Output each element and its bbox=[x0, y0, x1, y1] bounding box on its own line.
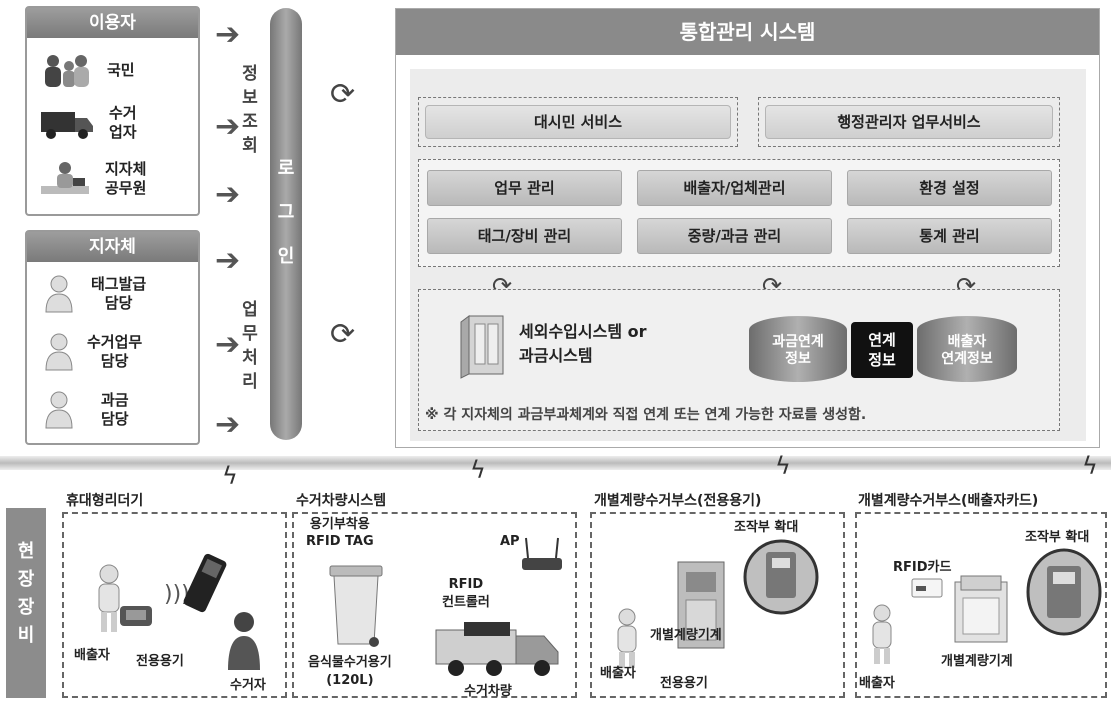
vehicle-section: 용기부착용 RFID TAG 음식물수거용기 (120L) AP RFID 컨트… bbox=[292, 512, 577, 699]
link-icon: ϟ bbox=[775, 452, 791, 480]
gov-label-billing: 과금 담당 bbox=[101, 391, 129, 428]
controller-label: RFID 컨트롤러 bbox=[442, 577, 490, 610]
gov-row-billing: 과금 담당 bbox=[43, 390, 193, 430]
bin-label: 음식물수거용기 (120L) bbox=[308, 655, 392, 688]
local-gov-panel: 지자체 태그발급 담당 수거업무 담당 과금 담당 bbox=[25, 230, 200, 445]
users-panel-title: 이용자 bbox=[27, 8, 198, 38]
gov-label-collection: 수거업무 담당 bbox=[87, 333, 143, 370]
gov-row-collection: 수거업무 담당 bbox=[43, 332, 193, 372]
user-row-official: 지자체 공무원 bbox=[39, 160, 189, 198]
collector-person-icon bbox=[228, 612, 260, 670]
work-process-label: 업 무 처 리 bbox=[242, 300, 258, 392]
portable-emitter-label: 배출자 bbox=[74, 648, 110, 663]
service-group: 대시민 서비스 bbox=[418, 97, 738, 147]
card-emitter-label: 배출자 bbox=[859, 676, 895, 691]
booth-zoom-label: 조작부 확대 bbox=[734, 520, 799, 535]
rfid-tag-label: 용기부착용 RFID TAG bbox=[306, 517, 374, 549]
statistics-button[interactable]: 통계 관리 bbox=[847, 218, 1052, 254]
vehicle-title: 수거차량시스템 bbox=[296, 493, 387, 509]
management-group: 업무 관리 배출자/업체관리 환경 설정 태그/장비 관리 중량/과금 관리 통… bbox=[418, 159, 1060, 267]
person-icon bbox=[45, 333, 73, 371]
users-panel: 이용자 국민 수거 업자 지자체 공무원 bbox=[25, 6, 200, 216]
booth-container-title: 개별계량수거부스(전용용기) bbox=[594, 493, 762, 509]
rfid-card-icon bbox=[911, 578, 943, 598]
system-panel: 통합관리 시스템 대시민 서비스 행정관리자 업무서비스 업무 관리 배출자/업… bbox=[395, 8, 1100, 448]
info-query-label: 정 보 조 회 bbox=[242, 64, 258, 156]
tax-system-label: 세외수입시스템 or 과금시스템 bbox=[519, 322, 647, 365]
sync-cycle-icon: ⟳ bbox=[330, 77, 356, 112]
sync-cycle-icon: ⟳ bbox=[330, 317, 356, 352]
tag-equipment-button[interactable]: 태그/장비 관리 bbox=[427, 218, 622, 254]
billing-db: 과금연계 정보 bbox=[749, 316, 847, 382]
login-bar[interactable]: 로 그 인 bbox=[270, 8, 302, 440]
citizens-icon bbox=[45, 55, 89, 87]
link-icon: ϟ bbox=[222, 462, 238, 490]
portable-collector-label: 수거자 bbox=[230, 678, 266, 693]
emitter-db: 배출자 연계정보 bbox=[917, 316, 1017, 382]
work-management-button[interactable]: 업무 관리 bbox=[427, 170, 622, 206]
divider bbox=[0, 456, 1111, 470]
emitter-person-icon bbox=[98, 564, 120, 632]
user-label-collector: 수거 업자 bbox=[109, 104, 137, 141]
arrow-right-icon: ➔ bbox=[215, 327, 241, 362]
arrow-right-icon: ➔ bbox=[215, 243, 241, 278]
portable-section: ))) 배출자 전용용기 수거자 bbox=[62, 512, 287, 698]
card-scale-machine-icon bbox=[954, 575, 1008, 643]
gov-label-tag: 태그발급 담당 bbox=[91, 275, 147, 312]
truck-label: 수거차량 bbox=[464, 684, 512, 699]
card-zoom-panel-icon bbox=[1026, 548, 1102, 636]
admin-service-group: 행정관리자 업무서비스 bbox=[758, 97, 1060, 147]
emitter-person-icon bbox=[872, 604, 892, 664]
user-row-collector: 수거 업자 bbox=[39, 104, 189, 142]
user-row-citizens: 국민 bbox=[39, 52, 189, 88]
system-title: 통합관리 시스템 bbox=[396, 9, 1099, 55]
field-equipment-label: 현 장 장 비 bbox=[6, 508, 46, 698]
integration-group: 세외수입시스템 or 과금시스템 과금연계 정보 연계 정보 배출자 연계정보 … bbox=[418, 289, 1060, 431]
zoom-panel-icon bbox=[743, 539, 819, 615]
rfid-card-label: RFID카드 bbox=[893, 560, 952, 575]
arrow-right-icon: ➔ bbox=[215, 109, 241, 144]
ap-router-icon bbox=[522, 537, 562, 570]
booth-container-label: 전용용기 bbox=[660, 676, 708, 691]
ap-label: AP bbox=[500, 534, 520, 549]
link-icon: ϟ bbox=[1082, 452, 1098, 480]
emitter-management-button[interactable]: 배출자/업체관리 bbox=[637, 170, 832, 206]
booth-card-section: 조작부 확대 RFID카드 개별계량기계 배출자 bbox=[855, 512, 1107, 698]
admin-service-button[interactable]: 행정관리자 업무서비스 bbox=[765, 105, 1053, 139]
arrow-right-icon: ➔ bbox=[215, 407, 241, 442]
citizen-service-button[interactable]: 대시민 서비스 bbox=[425, 105, 731, 139]
link-info-box: 연계 정보 bbox=[851, 322, 913, 378]
reader-icon bbox=[183, 553, 227, 613]
user-label-citizens: 국민 bbox=[107, 60, 135, 79]
bin-icon bbox=[329, 565, 383, 647]
person-icon bbox=[45, 275, 73, 313]
arrow-right-icon: ➔ bbox=[215, 177, 241, 212]
booth-container-section: 조작부 확대 개별계량기계 배출자 전용용기 bbox=[590, 512, 845, 698]
emitter-person-icon bbox=[617, 608, 637, 668]
portable-title: 휴대형리더기 bbox=[66, 493, 144, 509]
weight-billing-button[interactable]: 중량/과금 관리 bbox=[637, 218, 832, 254]
booth-card-title: 개별계량수거부스(배출자카드) bbox=[858, 493, 1039, 509]
server-icon bbox=[460, 315, 504, 379]
arrow-right-icon: ➔ bbox=[215, 17, 241, 52]
user-label-official: 지자체 공무원 bbox=[105, 160, 147, 197]
scale-machine-icon bbox=[677, 561, 725, 649]
local-gov-panel-title: 지자체 bbox=[27, 232, 198, 262]
collection-truck-icon bbox=[435, 622, 559, 676]
portable-container-label: 전용용기 bbox=[136, 654, 184, 669]
booth-emitter-label: 배출자 bbox=[600, 666, 636, 681]
booth-scale-label: 개별계량기계 bbox=[650, 628, 722, 643]
gov-row-tag: 태그발급 담당 bbox=[43, 274, 193, 314]
card-zoom-label: 조작부 확대 bbox=[1025, 530, 1090, 545]
official-icon bbox=[41, 162, 89, 194]
person-icon bbox=[45, 391, 73, 429]
container-icon bbox=[120, 606, 152, 626]
truck-icon bbox=[41, 112, 93, 139]
link-icon: ϟ bbox=[470, 456, 486, 484]
card-scale-label: 개별계량기계 bbox=[941, 654, 1013, 669]
environment-settings-button[interactable]: 환경 설정 bbox=[847, 170, 1052, 206]
integration-note: ※ 각 지자체의 과금부과체계와 직접 연계 또는 연계 가능한 자료를 생성함… bbox=[425, 407, 867, 423]
